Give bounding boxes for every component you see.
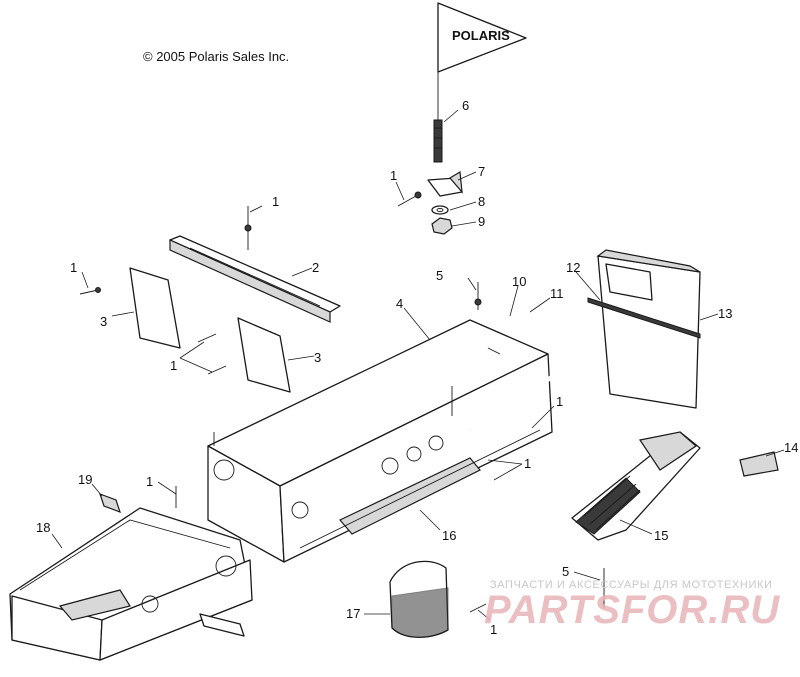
front-frame bbox=[9, 486, 253, 661]
snow-flap bbox=[587, 249, 701, 409]
callout-labels: 1 2 3 1 1 3 4 5 6 1 7 8 9 10 11 12 13 1 … bbox=[36, 98, 798, 637]
callout-5-bottom: 5 bbox=[562, 564, 569, 579]
plate-right bbox=[197, 317, 291, 393]
callout-4-tunnel: 4 bbox=[396, 296, 403, 311]
plate-left bbox=[79, 267, 181, 349]
bolt-bottom bbox=[469, 568, 605, 613]
reflector bbox=[739, 451, 779, 477]
callout-1-tunnel-side: 1 bbox=[524, 456, 531, 471]
leader-lines bbox=[51, 109, 785, 621]
tunnel bbox=[207, 282, 553, 563]
flag-antenna: POLARIS bbox=[433, 2, 527, 163]
callout-7-bracket: 7 bbox=[478, 164, 485, 179]
callout-12: 12 bbox=[566, 260, 580, 275]
callout-17-cover: 17 bbox=[346, 606, 360, 621]
watermark-tagline: ЗАПЧАСТИ И АКСЕССУАРЫ ДЛЯ МОТОТЕХНИКИ bbox=[490, 579, 773, 591]
callout-16: 16 bbox=[442, 528, 456, 543]
callout-1-bottom: 1 bbox=[490, 622, 497, 637]
flag-logo: POLARIS bbox=[452, 28, 510, 43]
callout-1-left: 1 bbox=[70, 260, 77, 275]
callout-9-nut: 9 bbox=[478, 214, 485, 229]
callout-15-footrest: 15 bbox=[654, 528, 668, 543]
callout-1-right: 1 bbox=[556, 394, 563, 409]
callout-19-block: 19 bbox=[78, 472, 92, 487]
callout-3-right-plate: 3 bbox=[314, 350, 321, 365]
callout-6-flag: 6 bbox=[462, 98, 469, 113]
callout-1-top-rail: 1 bbox=[272, 194, 279, 209]
callout-10: 10 bbox=[512, 274, 526, 289]
washer bbox=[431, 205, 449, 215]
callout-2-rail: 2 bbox=[312, 260, 319, 275]
footrest bbox=[571, 431, 701, 541]
watermark-brand: PARTSFOR.RU bbox=[484, 588, 781, 632]
cover bbox=[389, 560, 449, 638]
callout-18-frame: 18 bbox=[36, 520, 50, 535]
nut bbox=[431, 217, 453, 235]
rail bbox=[169, 206, 341, 323]
copyright-notice: © 2005 Polaris Sales Inc. bbox=[143, 49, 290, 64]
callout-5-top: 5 bbox=[436, 268, 443, 283]
callout-11-grab-bar: 11 bbox=[550, 286, 564, 301]
callout-1-bracket: 1 bbox=[390, 168, 397, 183]
callout-3-left-plate: 3 bbox=[100, 314, 107, 329]
bolt-7 bbox=[397, 191, 422, 207]
callout-1-middle: 1 bbox=[170, 358, 177, 373]
antenna-bracket bbox=[427, 170, 463, 197]
grab-bar bbox=[468, 307, 580, 432]
callout-1-frame: 1 bbox=[146, 474, 153, 489]
callout-14-reflector: 14 bbox=[784, 440, 798, 455]
small-block bbox=[99, 492, 121, 514]
callout-8-washer: 8 bbox=[478, 194, 485, 209]
callout-13-flap: 13 bbox=[718, 306, 732, 321]
